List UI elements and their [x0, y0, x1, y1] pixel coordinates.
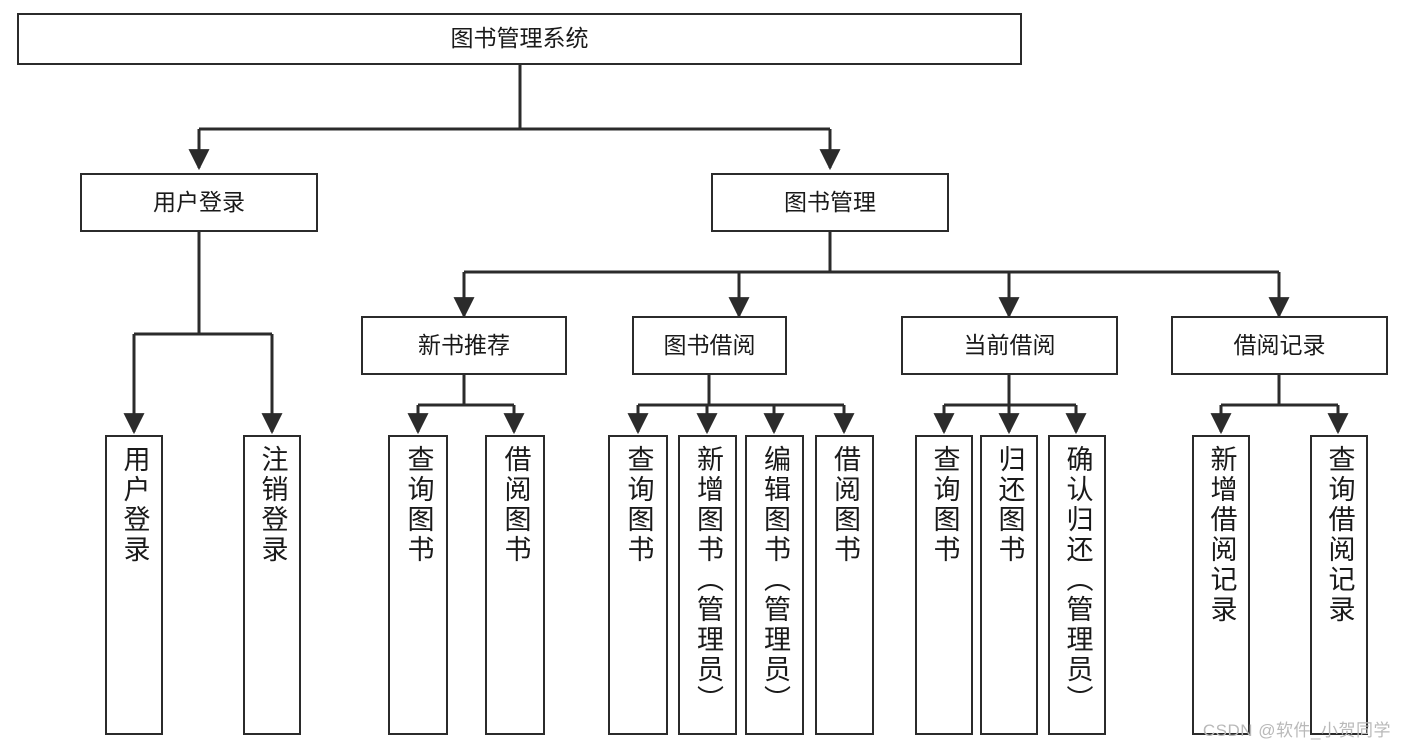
node-label: 查询图书 [623, 445, 654, 565]
node-leaf-confirm-return[interactable]: 确认归还（管理员） [1048, 435, 1106, 735]
node-leaf-query-record[interactable]: 查询借阅记录 [1310, 435, 1368, 735]
node-new-book-recommend[interactable]: 新书推荐 [361, 316, 567, 375]
node-label: 新增借阅记录 [1206, 445, 1237, 625]
node-label: 图书管理系统 [450, 25, 589, 52]
node-leaf-query-book-1[interactable]: 查询图书 [388, 435, 448, 735]
node-label: 确认归还（管理员） [1062, 445, 1093, 715]
node-label: 图书管理 [784, 188, 876, 215]
node-label: 编辑图书（管理员） [760, 445, 790, 715]
node-leaf-borrow-book-1[interactable]: 借阅图书 [485, 435, 545, 735]
node-label: 新增图书（管理员） [693, 445, 723, 715]
node-label: 用户登录 [119, 445, 150, 565]
node-label: 图书借阅 [663, 331, 756, 358]
node-leaf-logout[interactable]: 注销登录 [243, 435, 301, 735]
node-book-management-system[interactable]: 图书管理系统 [17, 13, 1022, 65]
node-label: 借阅记录 [1233, 331, 1326, 358]
node-leaf-borrow-book-2[interactable]: 借阅图书 [815, 435, 874, 735]
node-label: 用户登录 [153, 188, 245, 215]
node-label: 新书推荐 [418, 331, 510, 358]
node-label: 注销登录 [257, 445, 288, 565]
node-book-borrow[interactable]: 图书借阅 [632, 316, 787, 375]
node-current-borrow[interactable]: 当前借阅 [901, 316, 1118, 375]
node-leaf-edit-book[interactable]: 编辑图书（管理员） [745, 435, 804, 735]
node-leaf-query-book-2[interactable]: 查询图书 [608, 435, 668, 735]
node-label: 归还图书 [994, 445, 1025, 565]
node-label: 查询图书 [929, 445, 960, 565]
node-borrow-record[interactable]: 借阅记录 [1171, 316, 1388, 375]
node-leaf-add-record[interactable]: 新增借阅记录 [1192, 435, 1250, 735]
node-book-manage[interactable]: 图书管理 [711, 173, 949, 232]
node-leaf-add-book[interactable]: 新增图书（管理员） [678, 435, 737, 735]
node-label: 当前借阅 [963, 331, 1056, 358]
node-leaf-user-login[interactable]: 用户登录 [105, 435, 163, 735]
node-label: 借阅图书 [500, 445, 531, 565]
node-leaf-return-book[interactable]: 归还图书 [980, 435, 1038, 735]
node-label: 借阅图书 [830, 445, 860, 565]
node-user-login[interactable]: 用户登录 [80, 173, 318, 232]
node-leaf-query-book-3[interactable]: 查询图书 [915, 435, 973, 735]
node-label: 查询借阅记录 [1324, 445, 1355, 625]
node-label: 查询图书 [403, 445, 434, 565]
